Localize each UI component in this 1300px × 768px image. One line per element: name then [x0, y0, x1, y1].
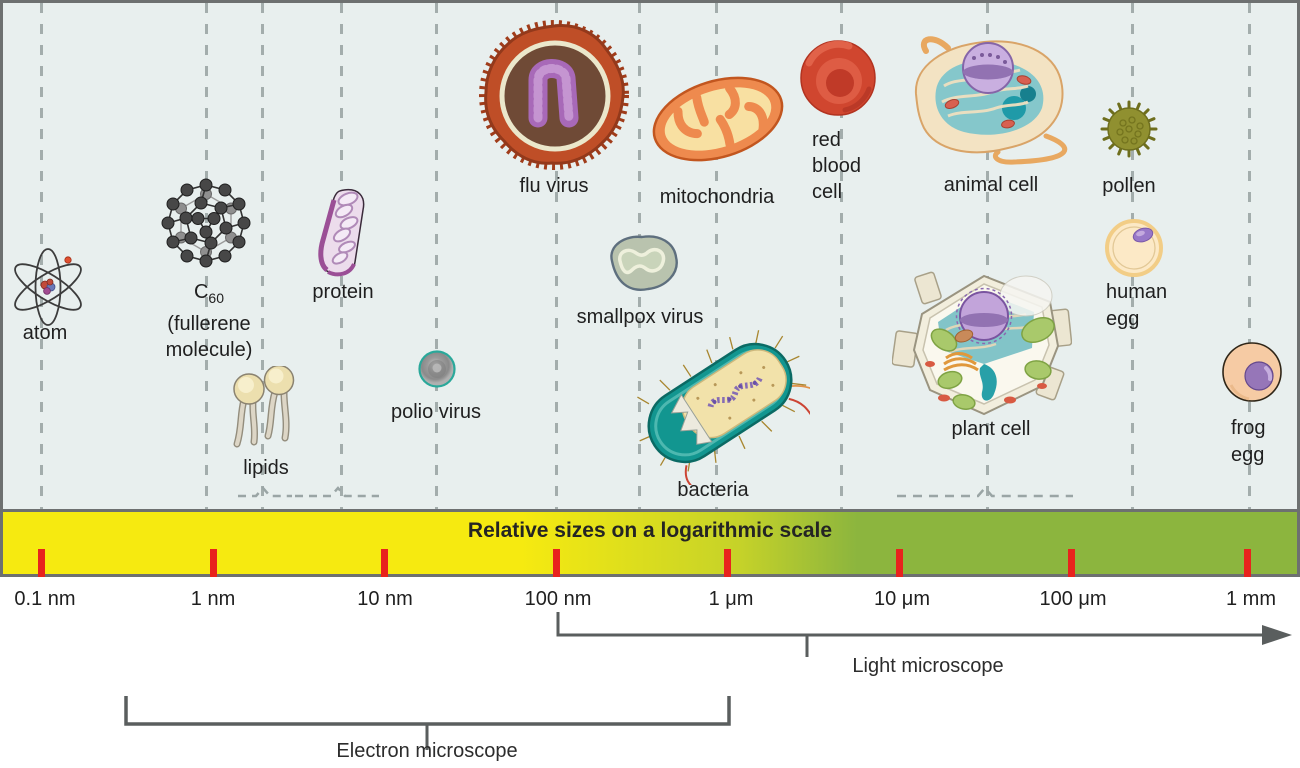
fullerene-icon — [161, 178, 251, 268]
scale-tick — [724, 549, 731, 577]
frog-egg-label: frog egg — [1231, 417, 1266, 466]
pollen-label: pollen — [1102, 175, 1156, 197]
polio-virus-label: polio virus — [390, 401, 482, 423]
smallpox-virus-icon — [610, 235, 678, 291]
scale-tick-label: 0.1 nm — [14, 588, 76, 610]
plant-cell-icon — [892, 271, 1072, 416]
electron-microscope-label: Electron microscope — [336, 740, 518, 762]
protein-icon — [318, 188, 365, 277]
animal-cell-label: animal cell — [943, 174, 1039, 196]
scale-tick-label: 100 nm — [524, 588, 592, 610]
gridline — [715, 3, 718, 509]
animal-cell-icon — [914, 36, 1067, 165]
mitochondria-icon — [652, 76, 784, 162]
red-blood-cell-icon — [800, 40, 876, 116]
light-microscope-label: Light microscope — [852, 655, 1004, 677]
fullerene-label: C60 (fullerene molecule) — [165, 281, 253, 361]
scale-tick — [1244, 549, 1251, 577]
plant-cell-label: plant cell — [951, 418, 1031, 440]
human-egg-label: human egg — [1106, 281, 1168, 330]
lipids-icon — [233, 366, 295, 448]
size-range-bracket-lipids — [238, 486, 292, 498]
scale-tick — [896, 549, 903, 577]
bacteria-icon — [637, 330, 810, 485]
size-range-bracket-cells — [897, 486, 1073, 498]
atom-label: atom — [22, 322, 68, 344]
lipids-label: lipids — [243, 457, 289, 479]
scale-tick-label: 10 μm — [874, 588, 930, 610]
gridline — [840, 3, 843, 509]
scale-tick-label: 100 μm — [1039, 588, 1107, 610]
scale-tick — [381, 549, 388, 577]
scale-tick — [38, 549, 45, 577]
gridline — [435, 3, 438, 509]
polio-virus-icon — [418, 350, 456, 388]
gridline — [261, 3, 264, 509]
scale-tick — [553, 549, 560, 577]
scale-tick-label: 1 μm — [708, 588, 754, 610]
mitochondria-label: mitochondria — [659, 186, 775, 208]
scale-tick-label: 10 nm — [357, 588, 413, 610]
scale-bar — [0, 509, 1300, 577]
size-range-bracket-protein — [295, 486, 379, 498]
smallpox-virus-label: smallpox virus — [576, 306, 704, 328]
pollen-icon — [1100, 100, 1158, 158]
flu-virus-label: flu virus — [519, 175, 589, 197]
atom-icon — [14, 248, 82, 326]
gridline — [555, 3, 558, 509]
red-blood-cell-label: red blood cell — [812, 129, 861, 203]
gridline — [986, 3, 989, 509]
protein-label: protein — [312, 281, 374, 303]
electron-microscope-bracket — [124, 696, 731, 750]
light-microscope-arrow — [556, 612, 1292, 657]
flu-virus-icon — [479, 20, 629, 170]
scale-tick — [1068, 549, 1075, 577]
bacteria-label: bacteria — [677, 479, 749, 501]
human-egg-icon — [1105, 219, 1163, 277]
frog-egg-icon — [1222, 342, 1282, 402]
scale-tick-label: 1 nm — [190, 588, 236, 610]
gridline — [1248, 3, 1251, 509]
scale-tick-label: 1 mm — [1226, 588, 1276, 610]
scale-bar-title: Relative sizes on a logarithmic scale — [467, 519, 833, 542]
scale-tick — [210, 549, 217, 577]
